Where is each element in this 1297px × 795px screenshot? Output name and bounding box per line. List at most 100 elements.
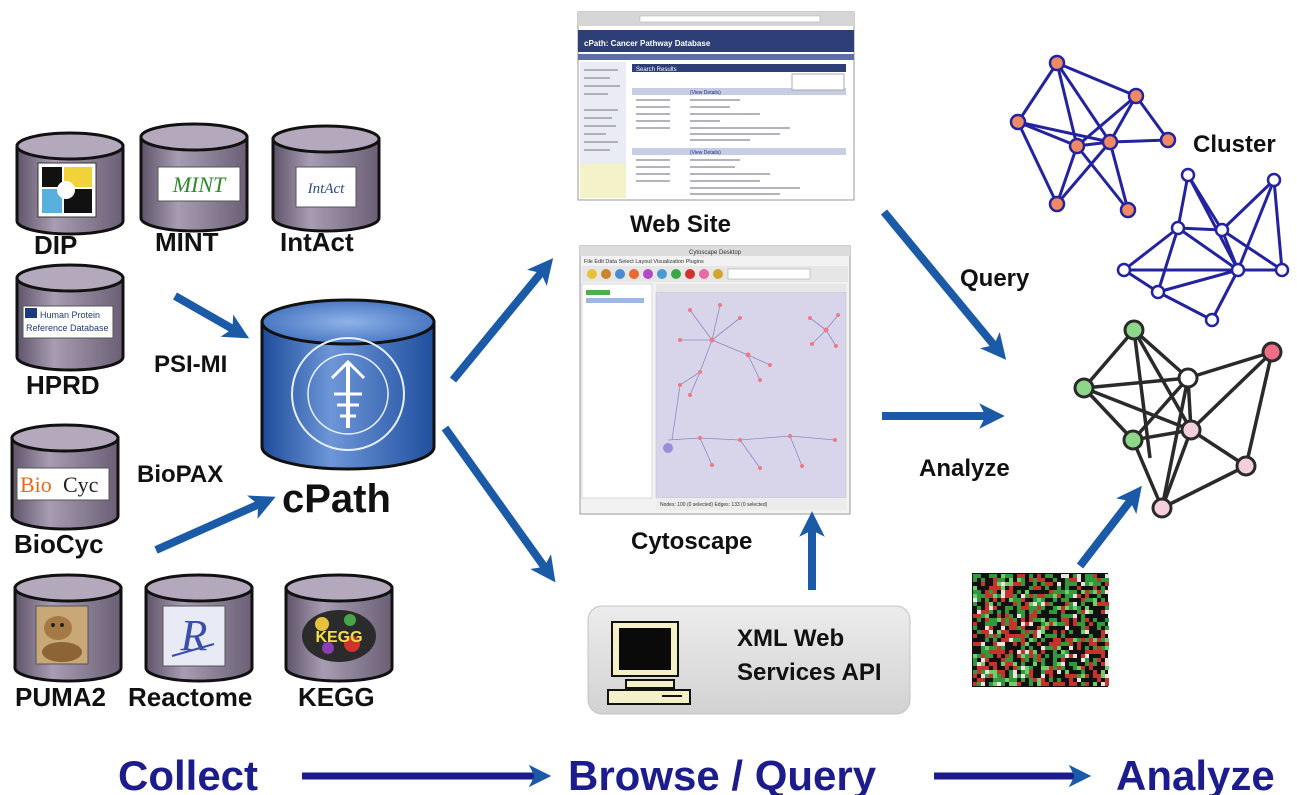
heatmap-cell <box>1049 674 1053 678</box>
heatmap-cell <box>977 630 981 634</box>
heatmap-cell <box>1093 574 1097 578</box>
heatmap-cell <box>993 618 997 622</box>
heatmap-cell <box>1101 590 1105 594</box>
heatmap-cell <box>1045 626 1049 630</box>
heatmap-cell <box>1089 590 1093 594</box>
heatmap-cell <box>1033 678 1037 682</box>
heatmap-cell <box>1037 574 1041 578</box>
heatmap-cell <box>973 642 977 646</box>
heatmap-cell <box>1105 606 1109 610</box>
heatmap-cell <box>1021 630 1025 634</box>
heatmap-cell <box>1105 658 1109 662</box>
heatmap-cell <box>1045 670 1049 674</box>
cpath-label: cPath <box>282 477 391 521</box>
heatmap-cell <box>1037 630 1041 634</box>
heatmap-cell <box>1045 586 1049 590</box>
hprd-database: Human Protein Reference Database HPRD <box>15 263 125 400</box>
heatmap-cell <box>985 626 989 630</box>
heatmap-cell <box>993 582 997 586</box>
heatmap-cell <box>1085 578 1089 582</box>
heatmap-cell <box>1001 574 1005 578</box>
heatmap-cell <box>985 638 989 642</box>
heatmap-cell <box>1021 654 1025 658</box>
heatmap-cell <box>981 662 985 666</box>
hprd-label: HPRD <box>26 370 100 400</box>
heatmap-cell <box>1033 606 1037 610</box>
heatmap-cell <box>1061 574 1065 578</box>
heatmap-cell <box>1021 578 1025 582</box>
heatmap-cell <box>1017 590 1021 594</box>
heatmap-cell <box>997 634 1001 638</box>
heatmap-cell <box>989 654 993 658</box>
heatmap-cell <box>1017 650 1021 654</box>
heatmap-cell <box>1073 594 1077 598</box>
heatmap-cell <box>1025 658 1029 662</box>
heatmap-cell <box>981 658 985 662</box>
heatmap-cell <box>1049 602 1053 606</box>
heatmap-cell <box>1013 638 1017 642</box>
heatmap-cell <box>989 606 993 610</box>
heatmap-cell <box>1017 614 1021 618</box>
heatmap-cell <box>1081 626 1085 630</box>
heatmap-cell <box>997 654 1001 658</box>
heatmap-cell <box>1077 642 1081 646</box>
heatmap-cell <box>977 618 981 622</box>
heatmap-cell <box>1021 650 1025 654</box>
heatmap-cell <box>1093 602 1097 606</box>
heatmap-cell <box>989 610 993 614</box>
heatmap-cell <box>1013 674 1017 678</box>
heatmap-cell <box>981 678 985 682</box>
heatmap-cell <box>1037 586 1041 590</box>
heatmap-cell <box>1089 610 1093 614</box>
heatmap-cell <box>1029 682 1033 686</box>
heatmap-cell <box>1089 650 1093 654</box>
heatmap-cell <box>1037 658 1041 662</box>
heatmap-cell <box>1093 578 1097 582</box>
heatmap-cell <box>1101 638 1105 642</box>
heatmap-cell <box>1033 594 1037 598</box>
heatmap-cell <box>1097 590 1101 594</box>
heatmap-cell <box>1033 662 1037 666</box>
heatmap-cell <box>1001 598 1005 602</box>
heatmap-cell <box>989 646 993 650</box>
heatmap-cell <box>993 646 997 650</box>
heatmap-cell <box>977 606 981 610</box>
cytoscape-status: Nodes: 100 (0 selected) Edges: 133 (0 se… <box>660 502 768 508</box>
heatmap-cell <box>1061 654 1065 658</box>
heatmap-cell <box>1081 622 1085 626</box>
heatmap-cell <box>1065 574 1069 578</box>
heatmap-cell <box>1085 610 1089 614</box>
biocyc-label: BioCyc <box>14 529 104 559</box>
heatmap-cell <box>1005 638 1009 642</box>
heatmap-cell <box>973 670 977 674</box>
heatmap-cell <box>1097 578 1101 582</box>
heatmap-cell <box>1025 642 1029 646</box>
heatmap-cell <box>1029 622 1033 626</box>
heatmap-cell <box>1085 590 1089 594</box>
heatmap-cell <box>1037 678 1041 682</box>
heatmap-cell <box>1037 634 1041 638</box>
heatmap-cell <box>989 618 993 622</box>
heatmap-cell <box>1085 574 1089 578</box>
heatmap-cell <box>1021 646 1025 650</box>
heatmap-cell <box>1081 614 1085 618</box>
heatmap-cell <box>1105 678 1109 682</box>
heatmap-cell <box>1053 630 1057 634</box>
heatmap-cell <box>1077 678 1081 682</box>
heatmap-cell <box>1073 574 1077 578</box>
heatmap-cell <box>993 574 997 578</box>
heatmap-cell <box>973 586 977 590</box>
heatmap-cell <box>1101 682 1105 686</box>
heatmap-cell <box>1001 670 1005 674</box>
heatmap-cell <box>997 682 1001 686</box>
heatmap-cell <box>1081 682 1085 686</box>
heatmap-cell <box>1005 582 1009 586</box>
heatmap-cell <box>1093 618 1097 622</box>
heatmap-cell <box>993 666 997 670</box>
heatmap-cell <box>1021 606 1025 610</box>
heatmap-cell <box>1025 666 1029 670</box>
heatmap-cell <box>1009 598 1013 602</box>
heatmap-cell <box>1069 602 1073 606</box>
heatmap-cell <box>1041 578 1045 582</box>
heatmap-cell <box>1053 594 1057 598</box>
